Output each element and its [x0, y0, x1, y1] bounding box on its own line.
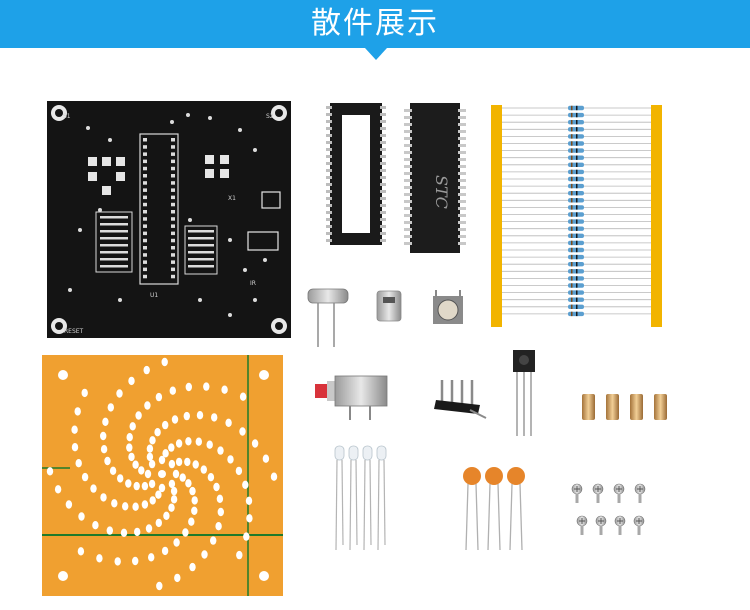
resistor-strip	[491, 105, 662, 327]
svg-text:S1: S1	[63, 113, 71, 120]
leds	[334, 445, 387, 551]
pin-header	[434, 380, 487, 419]
ceramic-capacitors	[463, 467, 525, 551]
svg-text:X1: X1	[228, 195, 236, 202]
screws	[571, 483, 646, 535]
ic-socket	[326, 103, 386, 245]
usb-connector	[376, 290, 402, 322]
chip-marking: STC	[432, 175, 451, 209]
led-board	[42, 355, 283, 596]
header-banner: 散件展示	[0, 0, 750, 48]
push-switch	[315, 375, 388, 420]
svg-text:S2: S2	[266, 113, 274, 120]
mcu-chip: STC	[404, 103, 466, 253]
tact-switch	[433, 290, 463, 324]
svg-text:U1: U1	[150, 292, 158, 299]
svg-text:IR: IR	[250, 280, 256, 287]
ir-receiver	[513, 350, 535, 436]
svg-text:RESET: RESET	[64, 328, 84, 335]
brass-standoffs	[582, 394, 667, 420]
banner-title: 散件展示	[311, 6, 439, 41]
banner-pointer	[365, 48, 387, 60]
crystal	[307, 288, 349, 347]
